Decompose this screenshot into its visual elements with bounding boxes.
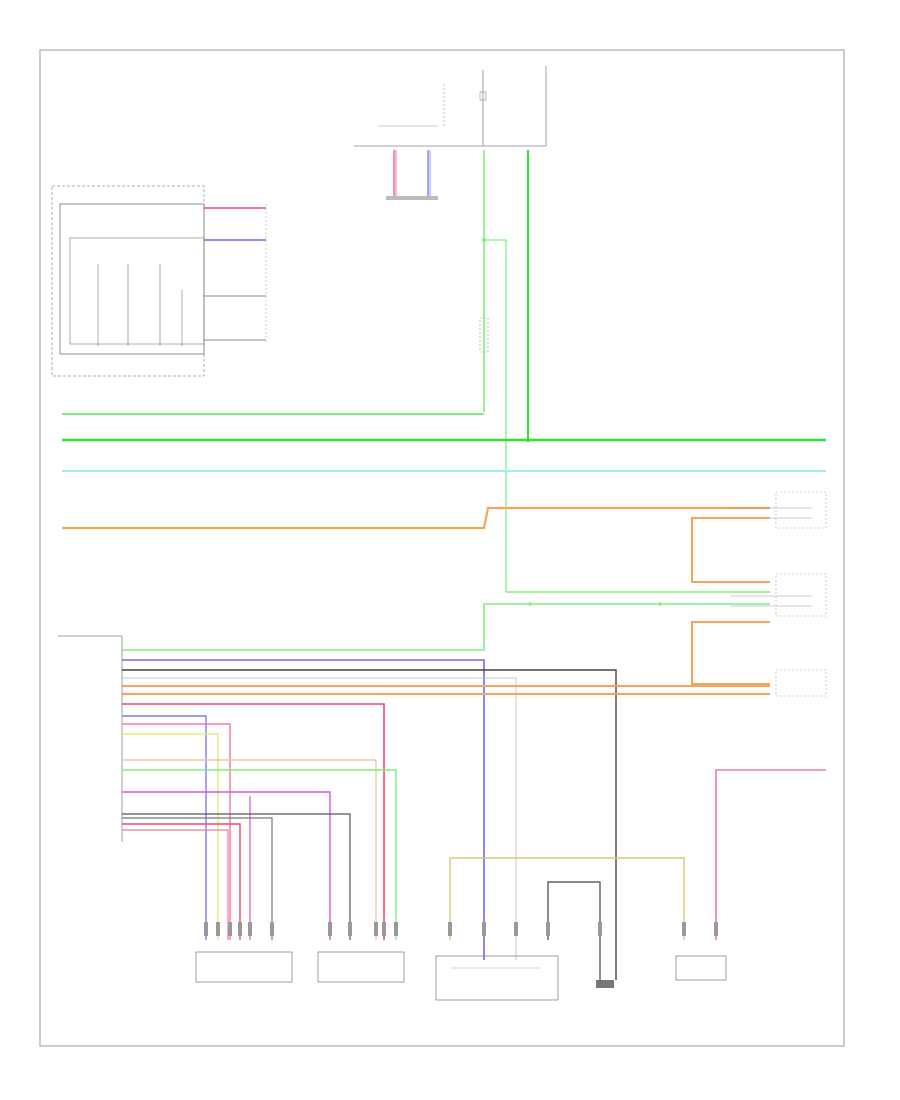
wire-pink-right: [715, 769, 826, 940]
wire-blue-ecm-2: [122, 715, 207, 940]
ground-point: [596, 980, 614, 988]
wire-yellow-ecm: [122, 733, 219, 940]
cruise-control-module: [51, 185, 205, 377]
front-sensor-bottom: [195, 951, 293, 983]
wire-red-ecm: [122, 703, 385, 940]
bus-wire-orange: [62, 506, 770, 530]
wire-black-relay: [547, 881, 601, 980]
wire-lt-green-mid: [122, 603, 770, 651]
ecm-block: [58, 635, 123, 842]
wire-pink-ecm-2: [122, 829, 229, 940]
relay-leg-pink: [393, 150, 397, 196]
multiplex-unit: [435, 955, 559, 1001]
wire-green-ecm: [122, 769, 397, 940]
wire-pink-ecm: [122, 723, 231, 940]
lamp-switch: [675, 955, 727, 981]
relay-leg-blue: [427, 150, 431, 196]
wire-black-ecm-2: [122, 813, 351, 940]
fuse-box: [354, 66, 547, 147]
wire-grey-ecm: [122, 677, 517, 960]
pin-markers: [204, 922, 718, 936]
wire-tan-ecm: [122, 759, 377, 940]
wire-tan-relay: [449, 857, 685, 940]
connector-icon: [386, 196, 438, 200]
wire-magenta-ecm: [122, 791, 331, 940]
front-sensor-connector: [730, 491, 827, 529]
diagram-frame: [39, 49, 845, 1047]
rear-sensor-connector: [730, 573, 827, 617]
inline-diode-icon: [479, 317, 489, 353]
wire-grey-ecm-2: [122, 817, 273, 940]
wire-red-ecm-2: [122, 823, 241, 940]
wire-orange-right-1: [691, 517, 770, 583]
rear-sensor-bottom: [317, 951, 405, 983]
wire-orange-right-2: [691, 621, 770, 685]
passenger-connector: [775, 669, 827, 697]
wire-black-ecm: [122, 669, 617, 980]
wire-blue-ecm: [122, 659, 485, 960]
